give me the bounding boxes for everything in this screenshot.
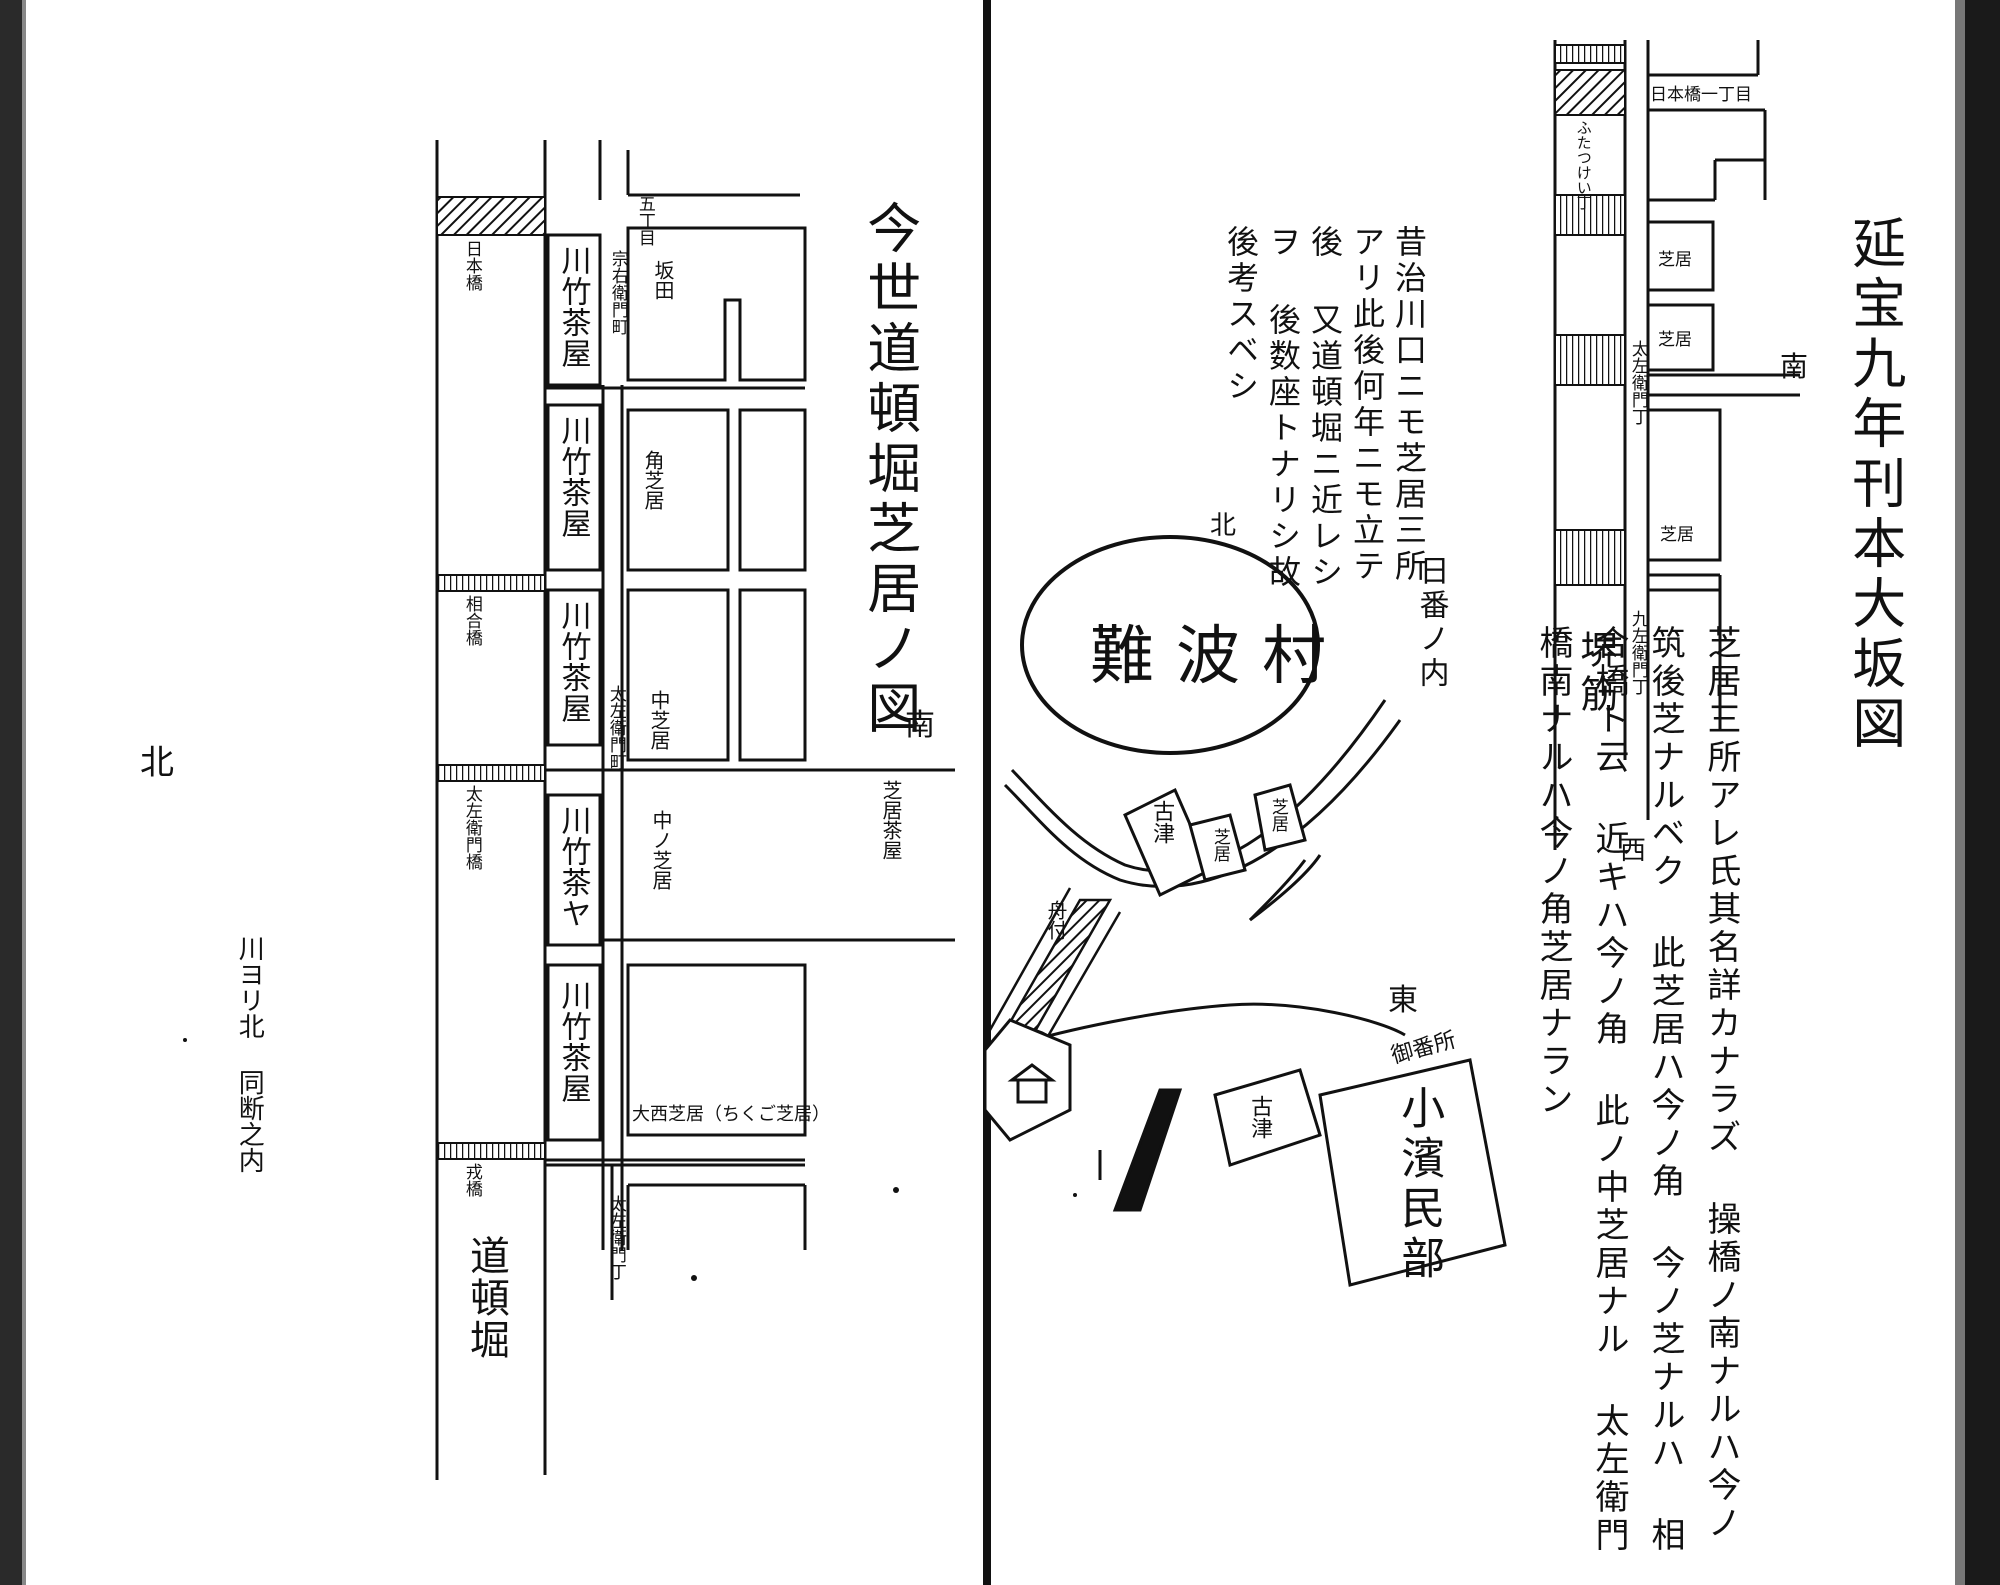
left-river-note: 川ヨリ北 同断之内 xyxy=(234,935,265,1173)
right-page-old-note: 昔治川口ニモ芝居三所 アリ此後何年ニモ立テ後 又道頓堀ニ近レシヲ 後数座トナリシ… xyxy=(1222,225,1428,591)
right-map-boxes xyxy=(1123,783,1507,1287)
block-label: 芝居 xyxy=(1660,525,1694,545)
right-page-note: 芝居三所アレ氏其名詳カナラズ 操橋ノ南ナルハ今ノ 筑後芝ナルベク 此芝居ハ今ノ角… xyxy=(1533,625,1741,1555)
bridge-label: 太左衛門橋 xyxy=(461,785,482,870)
nichiban-label: 日番ノ内 xyxy=(1413,555,1449,691)
block-label: 角芝居 xyxy=(641,450,665,510)
right-north-label: 北 xyxy=(1210,511,1237,541)
scan-specks xyxy=(183,1038,1077,1281)
street-label: 太左衛門町 xyxy=(605,685,626,770)
right-west-label: 西 xyxy=(1620,836,1647,866)
teahouse-label: 川竹茶屋 xyxy=(555,600,591,724)
left-canal-label: 道頓堀 xyxy=(463,1235,509,1361)
street-label: 五丁目 xyxy=(634,195,655,246)
right-map-top-blocks xyxy=(1646,220,1722,562)
canal-label: 堺筋 xyxy=(1573,630,1618,718)
street-label: 太左衛門丁 xyxy=(1627,340,1648,425)
bridge-label: 戎橋 xyxy=(461,1163,482,1197)
block-label: 芝居 xyxy=(1658,250,1692,270)
block-label: 大西芝居（ちくご芝居） xyxy=(632,1104,830,1125)
block-label: 芝居 xyxy=(1658,330,1692,350)
misc-label: 芝居 xyxy=(1267,798,1288,832)
street-label: ふたつけい丁 xyxy=(1574,120,1593,210)
misc-label: 古津 xyxy=(1149,800,1175,844)
misc-label: 舟付 xyxy=(1044,900,1068,940)
street-label: 日本橋一丁目 xyxy=(1650,85,1752,105)
left-map-bridges xyxy=(436,196,546,1160)
right-page-title: 延宝九年刊本大坂図 xyxy=(1842,215,1906,755)
bridge-label: 相合橋 xyxy=(461,595,482,646)
block-label: 坂田 xyxy=(651,260,675,300)
street-label: 宗右衛門町 xyxy=(607,250,628,335)
bridge-label: 日本橋 xyxy=(461,240,482,291)
right-map-landing xyxy=(983,1018,1183,1212)
district-label: 小濱民部 xyxy=(1393,1085,1445,1285)
block-label: 中ノ芝居 xyxy=(649,810,673,890)
left-map-teahouse-blocks xyxy=(546,233,602,1142)
left-map-theatre-blocks xyxy=(626,226,807,1250)
street-label: 太左衛門丁 xyxy=(605,1195,626,1280)
village-oval xyxy=(1020,535,1320,755)
teahouse-label: 川竹茶屋 xyxy=(555,245,591,369)
right-east-label: 東 xyxy=(1388,983,1418,1018)
left-north-label: 北 xyxy=(140,743,174,783)
misc-label: 芝居 xyxy=(1209,828,1230,862)
teahouse-label: 川竹茶ヤ xyxy=(555,805,591,929)
tsu-label: 古津 xyxy=(1247,1095,1273,1139)
block-label: 中芝居 xyxy=(647,690,671,750)
right-south-label: 南 xyxy=(1780,350,1809,383)
village-name: 難波村 xyxy=(1090,620,1348,694)
left-south-label: 南 xyxy=(905,708,935,743)
right-map-top-bridges xyxy=(1554,44,1626,586)
teahouse-label: 川竹茶屋 xyxy=(555,980,591,1104)
street-label: 九左衛門丁 xyxy=(1627,610,1648,695)
left-page-title: 今世道頓堀芝居ノ図 xyxy=(857,200,921,740)
teahouse-label: 川竹茶屋 xyxy=(555,415,591,539)
block-label: 芝居茶屋 xyxy=(879,780,903,860)
